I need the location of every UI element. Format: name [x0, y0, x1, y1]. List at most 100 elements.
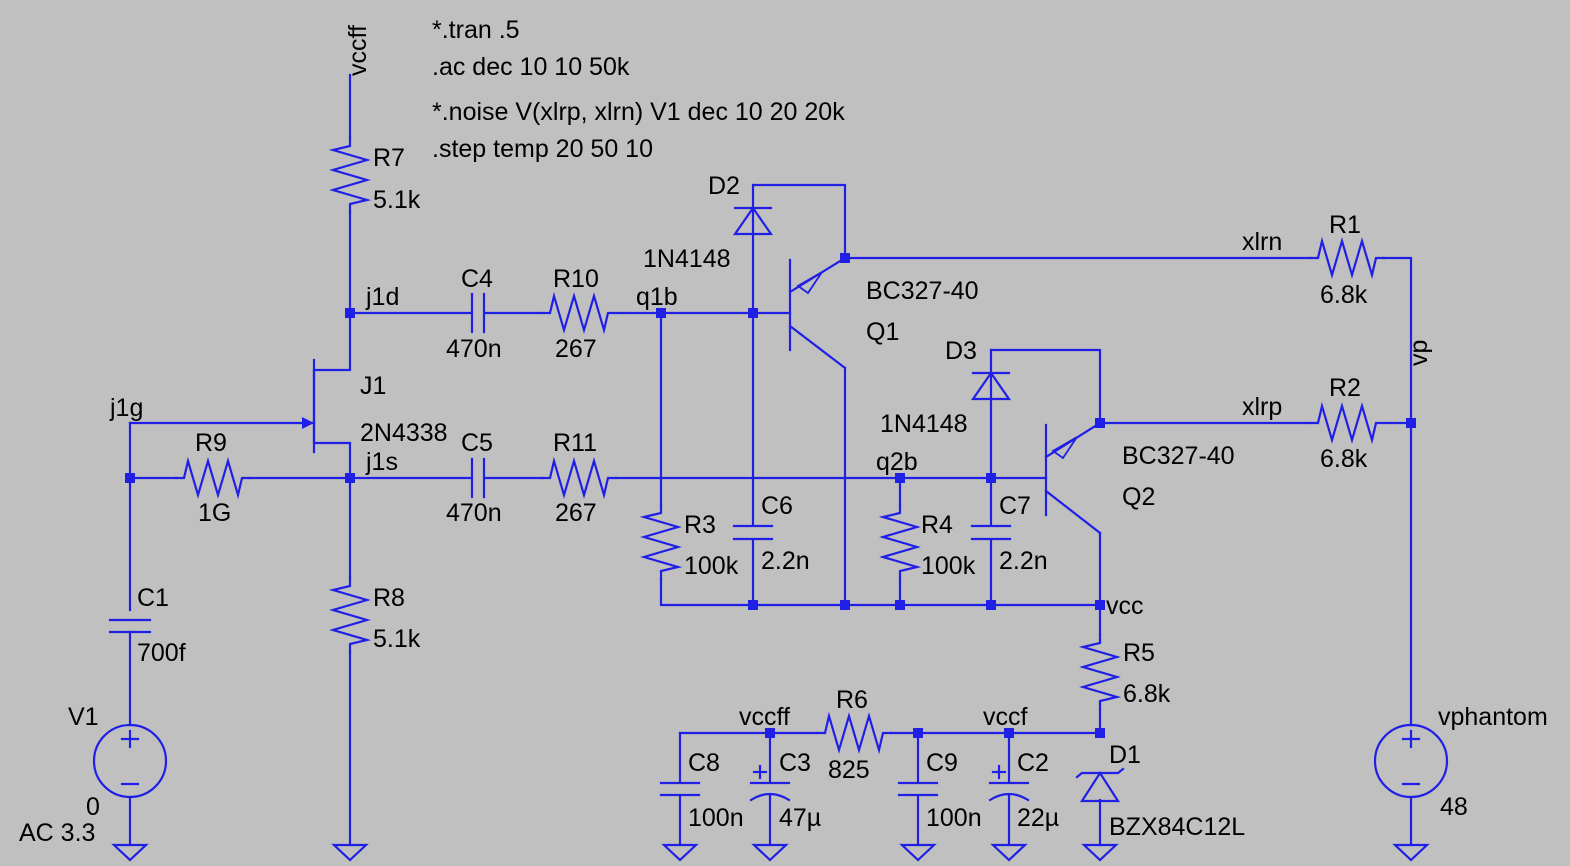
resistor-r8-symbol[interactable]	[328, 576, 372, 654]
label-v1-name[interactable]: V1	[68, 703, 99, 731]
resistor-r3-symbol[interactable]	[639, 503, 683, 581]
net-label-j1s[interactable]: j1s	[365, 448, 398, 476]
label-r3-name[interactable]: R3	[684, 511, 716, 539]
net-label-vccf[interactable]: vccf	[983, 703, 1028, 731]
wire-vcc-bus[interactable]	[659, 577, 1102, 607]
label-c6-name[interactable]: C6	[761, 492, 793, 520]
capacitor-c1-symbol[interactable]	[108, 618, 152, 634]
label-j1-value[interactable]: 2N4338	[360, 419, 448, 447]
label-c5-value[interactable]: 470n	[446, 499, 502, 527]
wire-d2-q1e[interactable]	[751, 183, 847, 260]
label-c4-name[interactable]: C4	[461, 265, 493, 293]
label-vphantom-value[interactable]: 48	[1440, 793, 1468, 821]
label-r8-value[interactable]: 5.1k	[373, 625, 421, 653]
resistor-r4-symbol[interactable]	[878, 503, 922, 581]
label-c7-value[interactable]: 2.2n	[999, 547, 1048, 575]
label-r3-value[interactable]: 100k	[684, 552, 739, 580]
net-label-q2b[interactable]: q2b	[876, 448, 918, 476]
label-r1-name[interactable]: R1	[1329, 211, 1361, 239]
diode-d2-symbol[interactable]	[732, 206, 774, 236]
label-c3-value[interactable]: 47µ	[779, 804, 821, 832]
directive-noise[interactable]: *.noise V(xlrp, xlrn) V1 dec 10 20 20k	[432, 98, 845, 126]
resistor-r2-symbol[interactable]	[1308, 401, 1386, 445]
label-j1-name[interactable]: J1	[360, 372, 386, 400]
label-c5-name[interactable]: C5	[461, 429, 493, 457]
label-r6-value[interactable]: 825	[828, 756, 870, 784]
net-label-xlrp[interactable]: xlrp	[1242, 393, 1282, 421]
resistor-r5-symbol[interactable]	[1078, 633, 1122, 711]
directive-tran[interactable]: *.tran .5	[432, 16, 520, 44]
label-d2-name[interactable]: D2	[708, 172, 740, 200]
label-d1-name[interactable]: D1	[1109, 741, 1141, 769]
net-label-j1d[interactable]: j1d	[365, 283, 399, 311]
net-label-vccff-top[interactable]: vccff	[344, 25, 372, 76]
label-d2-value[interactable]: 1N4148	[643, 245, 731, 273]
label-r11-value[interactable]: 267	[555, 499, 597, 527]
label-q1-value[interactable]: BC327-40	[866, 277, 979, 305]
net-label-q1b[interactable]: q1b	[636, 283, 678, 311]
label-r7-value[interactable]: 5.1k	[373, 186, 421, 214]
label-r11-name[interactable]: R11	[553, 429, 597, 457]
capacitor-c9-symbol[interactable]	[897, 781, 939, 797]
label-r2-value[interactable]: 6.8k	[1320, 445, 1368, 473]
label-v1-value[interactable]: 0	[86, 793, 100, 821]
label-v1-ac[interactable]: AC 3.3	[19, 819, 95, 847]
bjt-q2-symbol[interactable]	[1044, 421, 1102, 535]
label-q2-value[interactable]: BC327-40	[1122, 442, 1235, 470]
label-c2-value[interactable]: 22µ	[1017, 804, 1059, 832]
label-c1-name[interactable]: C1	[137, 584, 169, 612]
zener-diode-d1-symbol[interactable]	[1075, 767, 1125, 803]
capacitor-c4-symbol[interactable]	[470, 292, 486, 334]
wire-r1-vp[interactable]	[1382, 256, 1413, 425]
label-r10-value[interactable]: 267	[555, 335, 597, 363]
wire-j1-source[interactable]	[312, 368, 352, 480]
diode-d3-symbol[interactable]	[970, 371, 1012, 401]
label-c9-name[interactable]: C9	[926, 749, 958, 777]
resistor-r10-symbol[interactable]	[540, 291, 618, 335]
label-r7-name[interactable]: R7	[373, 144, 405, 172]
label-r4-name[interactable]: R4	[921, 511, 953, 539]
label-r9-name[interactable]: R9	[195, 429, 227, 457]
label-c8-name[interactable]: C8	[688, 749, 720, 777]
label-d3-value[interactable]: 1N4148	[880, 410, 968, 438]
voltage-source-v1-symbol[interactable]	[92, 723, 168, 799]
label-r5-value[interactable]: 6.8k	[1123, 680, 1171, 708]
label-q1-name[interactable]: Q1	[866, 318, 899, 346]
label-vphantom-name[interactable]: vphantom	[1438, 703, 1548, 731]
label-r9-value[interactable]: 1G	[198, 499, 231, 527]
label-r10-name[interactable]: R10	[553, 265, 599, 293]
resistor-r1-symbol[interactable]	[1308, 236, 1386, 280]
label-c1-value[interactable]: 700f	[137, 639, 186, 667]
net-label-j1g[interactable]: j1g	[109, 394, 143, 422]
net-label-vcc[interactable]: vcc	[1106, 592, 1144, 620]
resistor-r6-symbol[interactable]	[815, 711, 893, 755]
capacitor-c5-symbol[interactable]	[470, 457, 486, 499]
label-c4-value[interactable]: 470n	[446, 335, 502, 363]
voltage-source-vphantom-symbol[interactable]	[1373, 723, 1449, 799]
resistor-r9-symbol[interactable]	[174, 456, 252, 500]
wire-d3-q2e[interactable]	[989, 348, 1102, 425]
net-label-vp[interactable]: vp	[1405, 340, 1433, 366]
label-d3-name[interactable]: D3	[945, 337, 977, 365]
polarized-capacitor-c3-symbol[interactable]	[749, 764, 791, 802]
label-r4-value[interactable]: 100k	[921, 552, 976, 580]
label-c3-name[interactable]: C3	[779, 749, 811, 777]
directive-ac[interactable]: .ac dec 10 10 50k	[432, 53, 630, 81]
jfet-j1-symbol[interactable]	[302, 358, 316, 454]
label-c8-value[interactable]: 100n	[688, 804, 744, 832]
capacitor-c7-symbol[interactable]	[970, 524, 1012, 541]
wire-r7-j1-drain[interactable]	[312, 210, 352, 372]
label-r6-name[interactable]: R6	[836, 686, 868, 714]
label-r5-name[interactable]: R5	[1123, 639, 1155, 667]
capacitor-c8-symbol[interactable]	[659, 781, 701, 797]
polarized-capacitor-c2-symbol[interactable]	[988, 764, 1030, 802]
label-r1-value[interactable]: 6.8k	[1320, 281, 1368, 309]
label-q2-name[interactable]: Q2	[1122, 483, 1155, 511]
resistor-r11-symbol[interactable]	[540, 456, 618, 500]
label-c9-value[interactable]: 100n	[926, 804, 982, 832]
label-c6-value[interactable]: 2.2n	[761, 547, 810, 575]
capacitor-c6-symbol[interactable]	[732, 524, 774, 541]
bjt-q1-symbol[interactable]	[788, 256, 847, 370]
label-c7-name[interactable]: C7	[999, 492, 1031, 520]
directive-step[interactable]: .step temp 20 50 10	[432, 135, 653, 163]
